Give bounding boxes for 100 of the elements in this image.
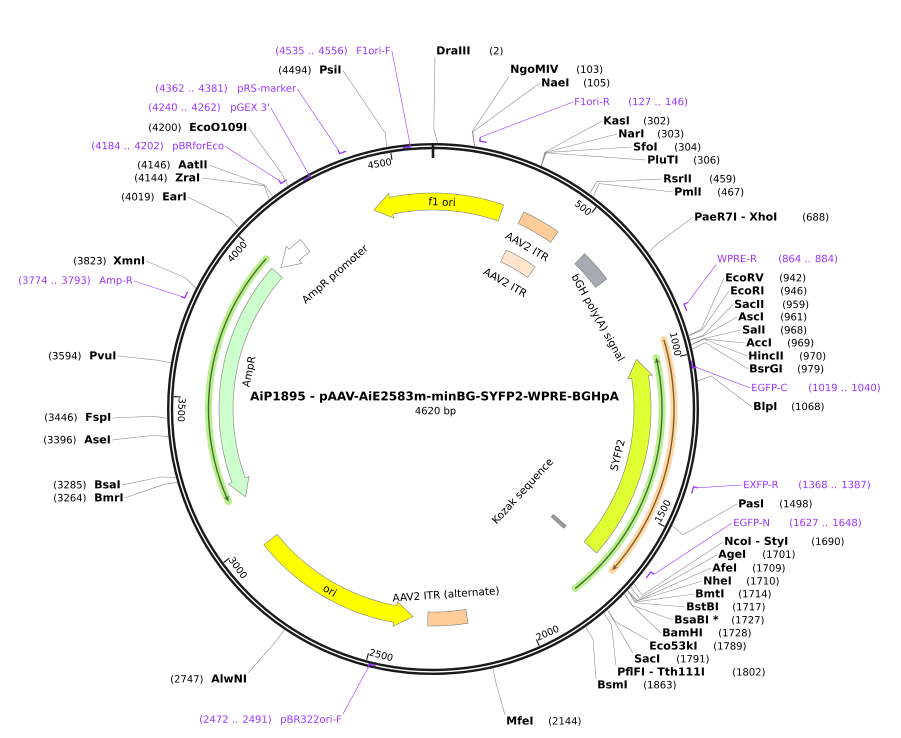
enzyme-label: MfeI (2144) [507, 716, 581, 726]
scale-label: 1000 [670, 332, 682, 356]
enzyme-label: (3446) FspI [45, 412, 110, 424]
leader-line [248, 127, 288, 186]
primer-mark [278, 179, 287, 184]
plasmid-size: 4620 bp [415, 406, 456, 416]
leader-line [627, 590, 694, 602]
leader-line [648, 216, 694, 253]
primer-label: EGFP-N (1627 .. 1648) [734, 518, 861, 528]
feature-label: AmpR [242, 357, 256, 388]
primer-mark [338, 150, 346, 154]
leader-line [627, 580, 702, 602]
primer-mark [690, 360, 697, 369]
enzyme-label: (3823) XmnI [74, 256, 144, 266]
leader-line [690, 304, 734, 340]
leader-line [480, 102, 574, 138]
enzyme-label: BsmI (1863) [598, 680, 676, 690]
enzyme-label: SacI (1791) [635, 654, 709, 664]
leader-line [697, 484, 742, 488]
leader-line [697, 376, 752, 408]
enzyme-label: PasI (1498) [739, 499, 812, 509]
leader-line [604, 612, 616, 666]
enzyme-label: BlpI (1068) [754, 402, 824, 412]
enzyme-label: DraIII (2) [437, 46, 502, 56]
leader-line [112, 434, 169, 440]
enzyme-label: EcoRI (946) [731, 286, 806, 296]
primer-mark [690, 486, 698, 494]
leader-line [122, 476, 176, 486]
leader-line [472, 82, 540, 147]
enzyme-label: NgoMIV (103) [511, 64, 602, 76]
scale-label: 2000 [536, 626, 558, 641]
primer-label: F1ori-R (127 .. 146) [575, 98, 688, 106]
feature-label: SYFP2 [610, 440, 625, 471]
primer-mark [646, 570, 654, 578]
enzyme-label: (3285) BsaI [54, 480, 120, 490]
enzyme-label: RsrII (459) [664, 174, 736, 184]
enzyme-label: AfeI (1709) [712, 563, 785, 573]
enzyme-label: (3264) BmrI [54, 493, 123, 503]
leader-line [208, 164, 274, 197]
leader-line [624, 593, 674, 620]
leader-line [688, 290, 730, 336]
enzyme-label: (4494) PsiI [279, 65, 340, 75]
enzyme-label: NarI (303) [619, 129, 684, 139]
leader-line [134, 280, 182, 297]
enzyme-label: AccI (969) [746, 338, 814, 348]
leader-line [690, 316, 738, 340]
enzyme-label: BsrGI (979) [750, 364, 824, 374]
leader-line [627, 590, 686, 608]
leader-line [201, 178, 270, 200]
leader-line [585, 626, 596, 680]
leader-line [124, 482, 178, 498]
enzyme-label: BsaBI * (1727) [675, 615, 764, 625]
leader-line [672, 504, 738, 536]
enzyme-label: PmlI (467) [675, 187, 744, 197]
leader-line [687, 264, 716, 303]
enzyme-label: Eco53kI (1789) [650, 641, 746, 651]
scale-label: 500 [574, 200, 591, 215]
primer-label: (4535 .. 4556) F1ori-F [276, 46, 390, 56]
enzyme-label: (4146) AatII [138, 160, 207, 170]
leader-line [630, 554, 718, 599]
leader-line [433, 56, 438, 144]
leader-line [654, 522, 732, 575]
enzyme-label: PluTI (306) [648, 155, 720, 165]
scale-label: 3500 [178, 398, 186, 422]
leader-line [692, 342, 748, 370]
primer-mark [302, 172, 311, 181]
enzyme-label: (4019) EarI [122, 192, 186, 202]
enzyme-label: NaeI (105) [542, 78, 610, 88]
leader-line [624, 593, 662, 634]
enzyme-label: BstBI (1717) [687, 602, 765, 612]
enzyme-label: SalI (968) [743, 325, 806, 335]
primer-label: EGFP-C (1019 .. 1040) [752, 384, 880, 392]
leader-line [690, 338, 748, 356]
scale-label: 1500 [654, 500, 670, 522]
leader-line [342, 668, 368, 714]
primer-label: WPRE-R (864 .. 884) [718, 254, 838, 264]
enzyme-label: BmtI (1714) [696, 589, 771, 599]
enzyme-label: HincII (970) [749, 351, 826, 361]
primer-mark [180, 291, 188, 299]
leader-line [607, 609, 648, 640]
leader-line [607, 609, 634, 654]
leader-line [688, 278, 724, 336]
enzyme-label: SacII (959) [735, 300, 808, 310]
primer-mark [367, 663, 376, 668]
enzyme-label: (3396) AseI [44, 435, 110, 445]
leader-line [696, 367, 750, 388]
leader-line [492, 668, 506, 716]
leader-line [627, 568, 712, 601]
enzyme-label: (3594) PvuI [49, 351, 116, 361]
enzyme-label: (4200) EcoO109I [149, 122, 246, 132]
scale-label: 2500 [369, 648, 393, 661]
leader-line [633, 542, 724, 596]
enzyme-label: AscI (961) [738, 312, 806, 322]
leader-line [589, 178, 662, 194]
leader-line [188, 196, 239, 228]
leader-line [540, 146, 632, 166]
enzyme-label: SfoI (304) [634, 142, 700, 152]
enzyme-label: (4144) ZraI [135, 173, 200, 183]
leader-line [248, 629, 285, 674]
scale-label: 4500 [368, 158, 391, 168]
